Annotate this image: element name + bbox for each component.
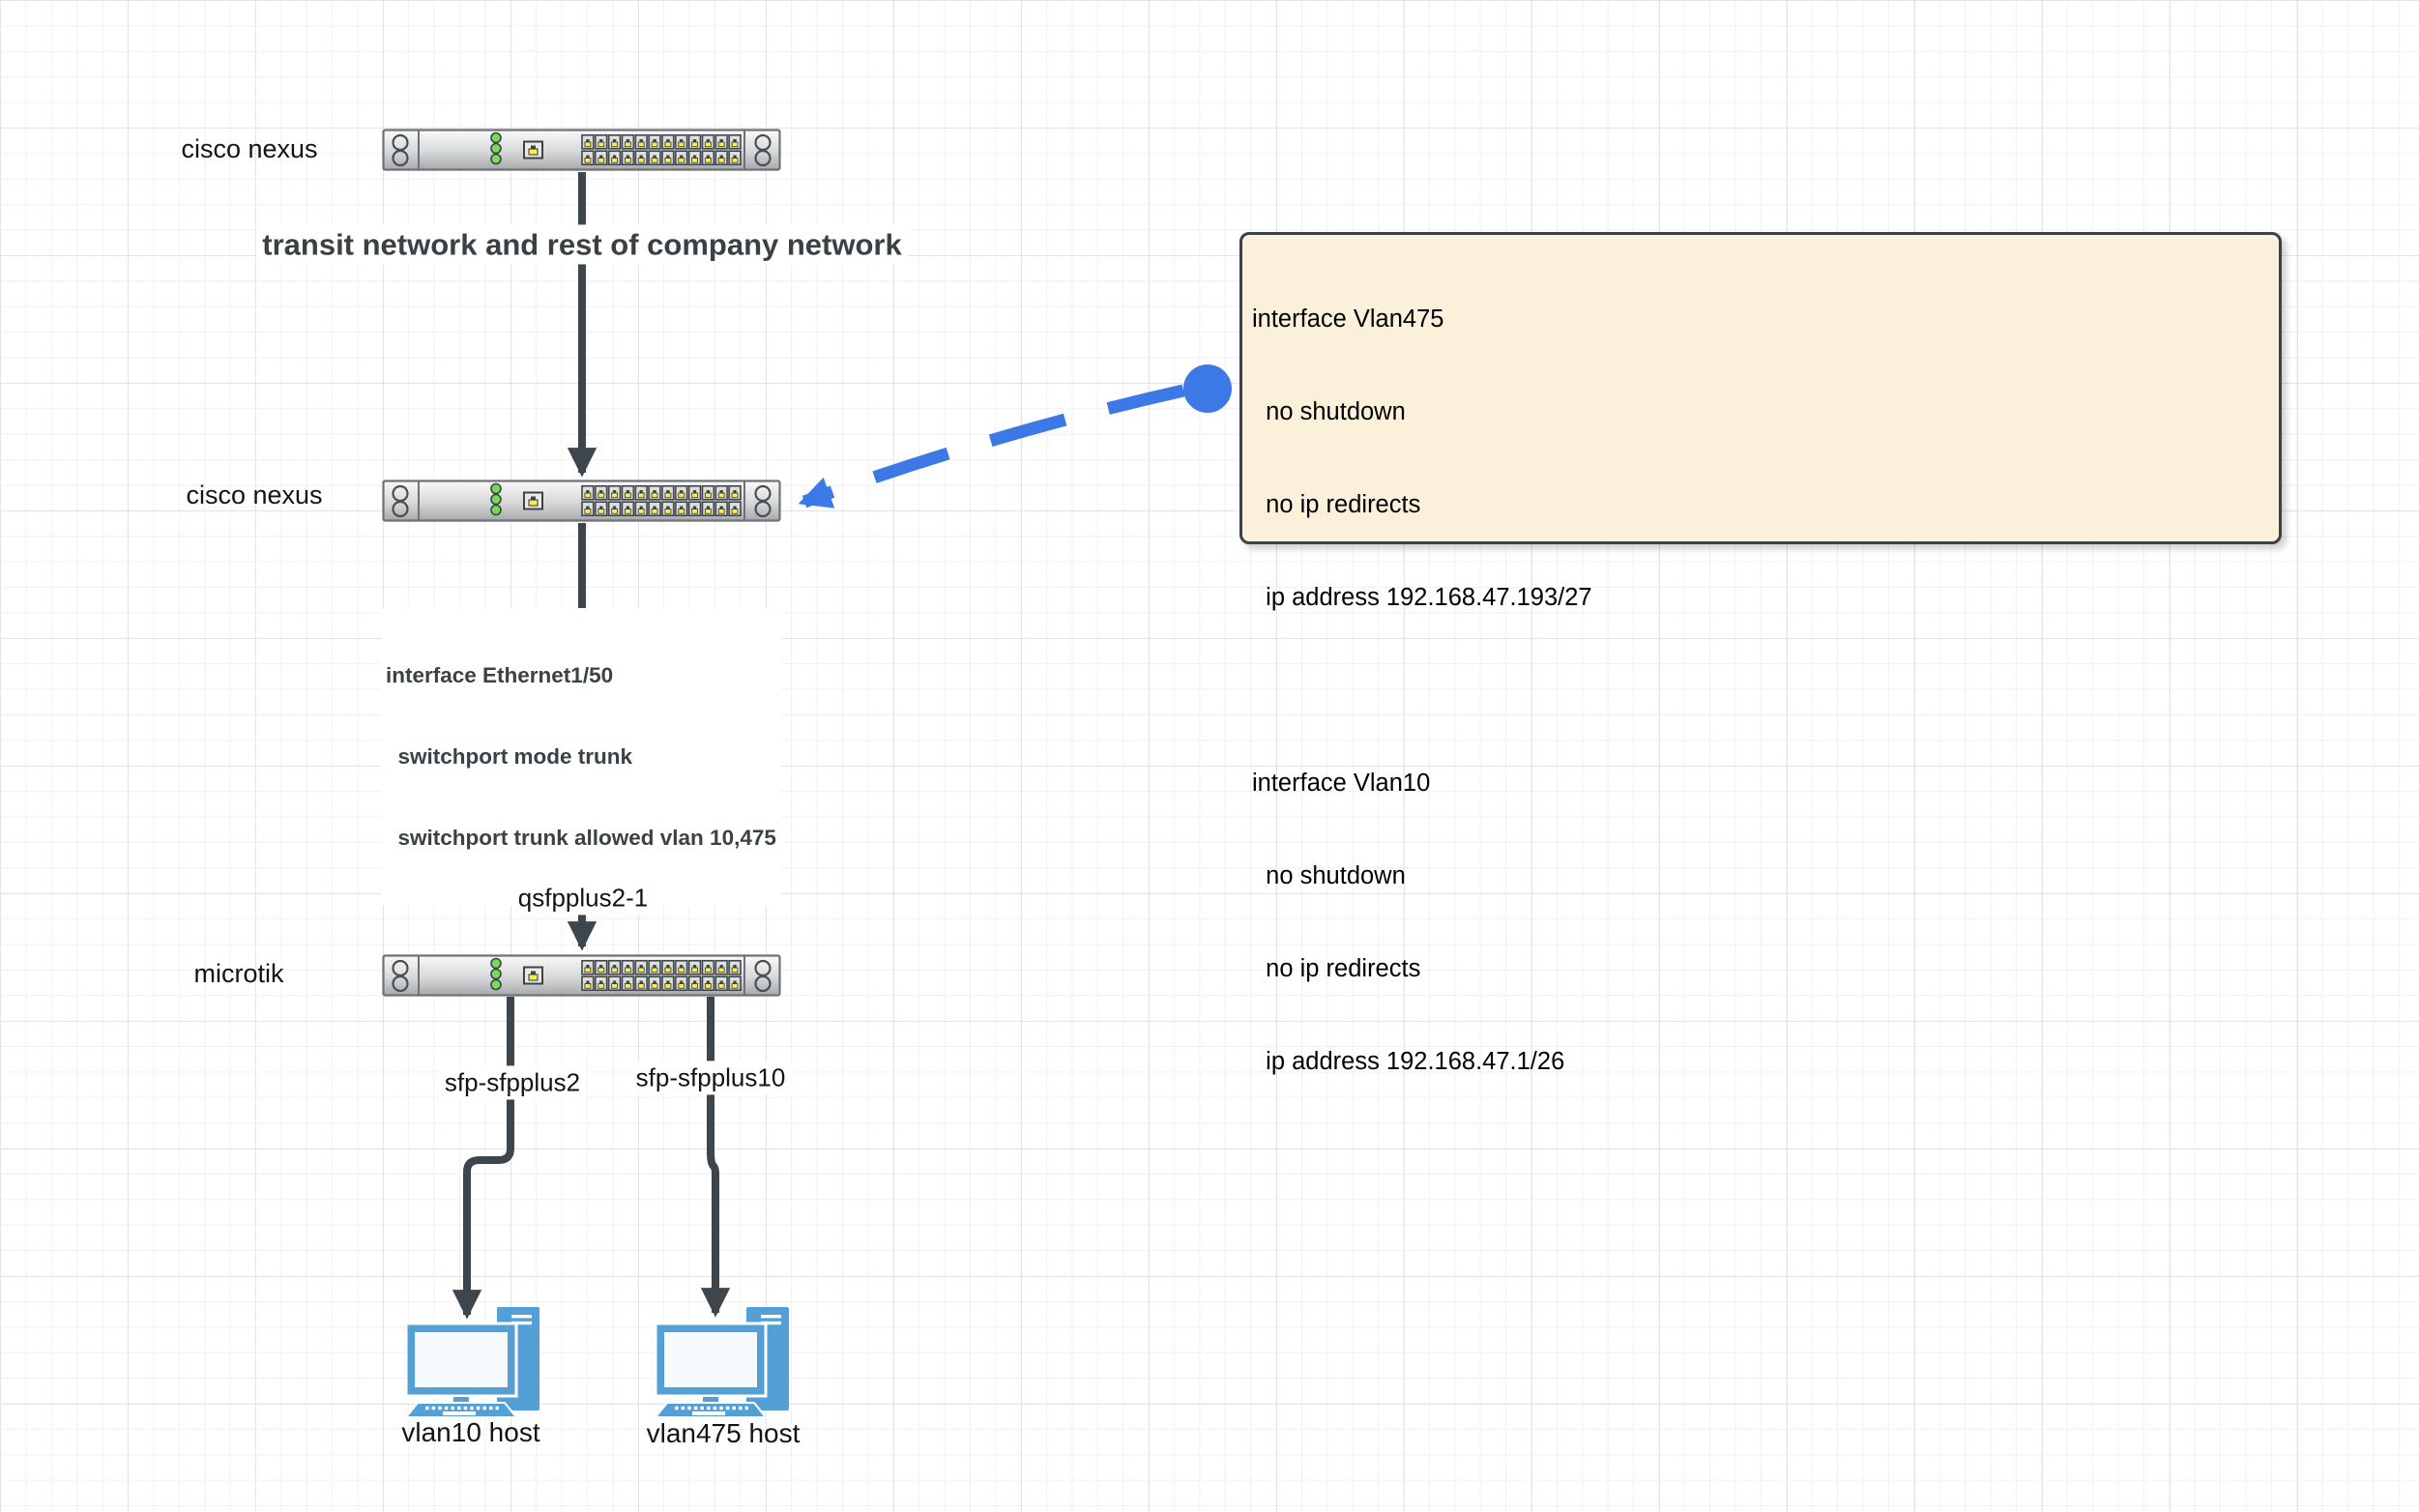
switch-icon-cisco-nexus-top[interactable] <box>384 131 780 170</box>
note-line: ip address 192.168.47.1/26 <box>1252 1048 1565 1075</box>
label-sfp2-port: sfp-sfpplus2 <box>438 1065 587 1100</box>
label-transit-network: transit network and rest of company netw… <box>256 224 908 265</box>
note-line: no ip redirects <box>1252 491 1421 518</box>
edge-sfp2[interactable] <box>452 997 514 1320</box>
label-uplink-port: qsfpplus2-1 <box>511 881 655 916</box>
note-pointer-edge[interactable] <box>798 384 1185 509</box>
note-line: no shutdown <box>1252 862 1406 889</box>
trunk-config-line: switchport trunk allowed vlan 10,475 <box>386 826 776 850</box>
note-line: no shutdown <box>1252 398 1406 425</box>
vlan-config-note[interactable]: interface Vlan475 no shutdown no ip redi… <box>1239 232 2282 1075</box>
label-switch-middle: cisco nexus <box>186 480 323 509</box>
note-pointer-origin-dot <box>1183 364 1232 413</box>
label-switch-bottom: microtik <box>193 958 284 988</box>
note-line: interface Vlan475 <box>1252 305 1444 333</box>
trunk-config-line: interface Ethernet1/50 <box>386 663 614 687</box>
trunk-config-line: switchport mode trunk <box>386 744 633 769</box>
note-line: no ip redirects <box>1252 955 1421 982</box>
label-trunk-config: interface Ethernet1/50 switchport mode t… <box>381 608 781 906</box>
host-icon-vlan10[interactable] <box>406 1307 539 1417</box>
label-host-vlan10: vlan10 host <box>401 1417 540 1448</box>
edge-sfp10[interactable] <box>700 997 731 1318</box>
switch-icon-cisco-nexus-middle[interactable] <box>384 481 780 521</box>
host-icon-vlan475[interactable] <box>656 1307 789 1417</box>
note-line: ip address 192.168.47.193/27 <box>1252 584 1592 611</box>
note-line: interface Vlan10 <box>1252 770 1431 797</box>
switch-icon-microtik[interactable] <box>384 956 780 996</box>
label-host-vlan475: vlan475 host <box>646 1418 801 1449</box>
label-sfp10-port: sfp-sfpplus10 <box>629 1061 792 1095</box>
label-switch-top: cisco nexus <box>181 133 318 163</box>
